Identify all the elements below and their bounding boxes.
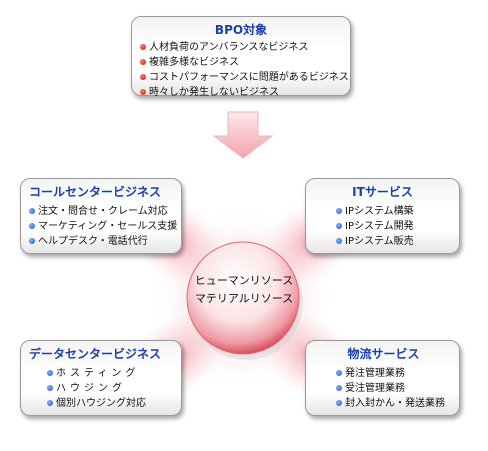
- it-services-list: IPシステム構築 IPシステム開発 IPシステム販売: [336, 204, 451, 249]
- data-center-box: データセンタービジネス ホスティング ハウジング 個別ハウジング対応: [20, 340, 182, 416]
- list-item: IPシステム開発: [336, 219, 451, 234]
- down-arrow-icon: [212, 111, 274, 159]
- bullet-icon: [29, 208, 35, 214]
- bpo-target-list: 人材負荷のアンバランスなビジネス 複雑多様なビジネス コストパフォーマンスに問題…: [140, 40, 349, 100]
- list-item: 受注管理業務: [336, 381, 453, 396]
- list-item: 封入封かん・発送業務: [336, 396, 453, 411]
- list-item: 人材負荷のアンバランスなビジネス: [140, 40, 342, 55]
- bpo-target-title: BPO対象: [214, 23, 268, 37]
- logistics-title: 物流サービス: [347, 347, 420, 361]
- data-center-title: データセンタービジネス: [29, 347, 162, 361]
- call-center-title: コールセンタービジネス: [29, 185, 162, 199]
- list-item: IPシステム販売: [336, 234, 451, 249]
- bullet-icon: [29, 223, 35, 229]
- logistics-box: 物流サービス 発注管理業務 受注管理業務 封入封かん・発送業務: [305, 340, 460, 416]
- list-item: ヘルプデスク・電話代行: [29, 234, 173, 249]
- it-services-title: ITサービス: [352, 185, 413, 199]
- list-item: 個別ハウジング対応: [47, 396, 173, 411]
- list-item: 時々しか発生しないビジネス: [140, 85, 342, 100]
- bullet-icon: [140, 89, 146, 95]
- bullet-icon: [140, 59, 146, 65]
- bullet-icon: [336, 238, 342, 244]
- data-center-list: ホスティング ハウジング 個別ハウジング対応: [47, 366, 173, 411]
- bullet-icon: [336, 208, 342, 214]
- bullet-icon: [336, 370, 342, 376]
- list-item: コストパフォーマンスに問題があるビジネス: [140, 70, 349, 85]
- bullet-icon: [47, 385, 53, 391]
- center-label-line1: ヒューマンリソース: [194, 274, 294, 287]
- bullet-icon: [47, 370, 53, 376]
- call-center-list: 注文・問合せ・クレーム対応 マーケティング・セールス支援 ヘルプデスク・電話代行: [29, 204, 177, 249]
- bullet-icon: [336, 400, 342, 406]
- list-item: 複雑多様なビジネス: [140, 55, 342, 70]
- list-item: ハウジング: [47, 381, 173, 396]
- it-services-box: ITサービス IPシステム構築 IPシステム開発 IPシステム販売: [305, 178, 460, 254]
- call-center-box: コールセンタービジネス 注文・問合せ・クレーム対応 マーケティング・セールス支援…: [20, 178, 182, 254]
- bullet-icon: [140, 44, 146, 50]
- bullet-icon: [29, 238, 35, 244]
- center-circle: [186, 241, 303, 360]
- bullet-icon: [336, 385, 342, 391]
- bullet-icon: [336, 223, 342, 229]
- logistics-list: 発注管理業務 受注管理業務 封入封かん・発送業務: [336, 366, 453, 411]
- list-item: マーケティング・セールス支援: [29, 219, 177, 234]
- bullet-icon: [140, 74, 146, 80]
- list-item: ホスティング: [47, 366, 173, 381]
- list-item: 発注管理業務: [336, 366, 453, 381]
- list-item: 注文・問合せ・クレーム対応: [29, 204, 173, 219]
- center-label-line2: マテリアルリソース: [194, 292, 294, 305]
- center-label: ヒューマンリソース マテリアルリソース: [188, 272, 300, 308]
- list-item: IPシステム構築: [336, 204, 451, 219]
- bpo-target-box: BPO対象 人材負荷のアンバランスなビジネス 複雑多様なビジネス コストパフォー…: [131, 16, 351, 98]
- bullet-icon: [47, 400, 53, 406]
